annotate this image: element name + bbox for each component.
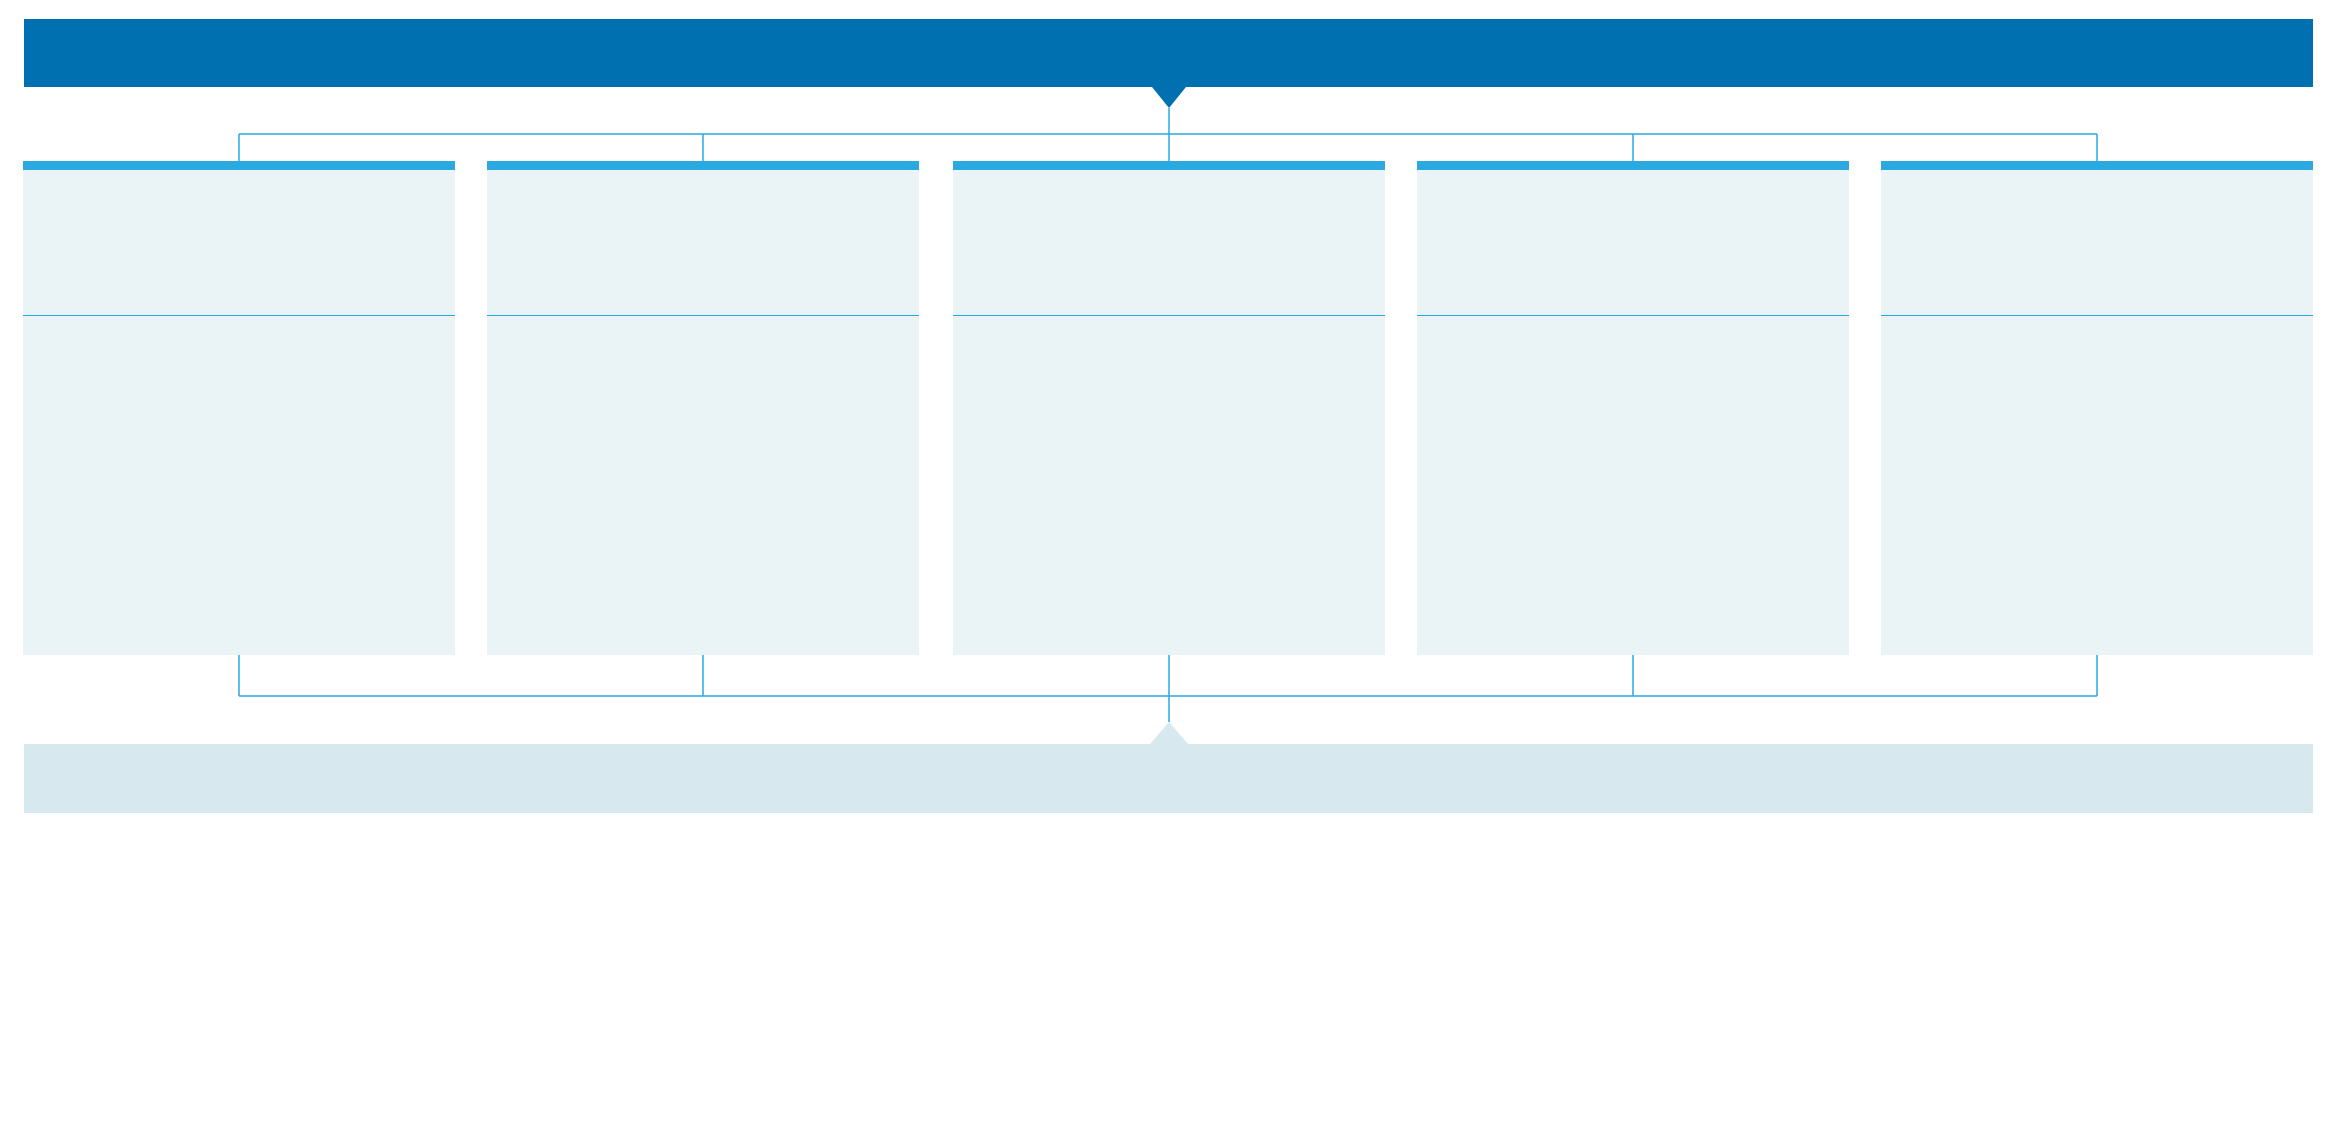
top-bar: [24, 19, 2313, 87]
card-divider: [23, 315, 455, 316]
card-header-strip: [487, 161, 919, 170]
card-divider: [1417, 315, 1849, 316]
card-header-strip: [953, 161, 1385, 170]
bottom-arrow-up-icon: [1150, 722, 1188, 744]
card-header-strip: [23, 161, 455, 170]
card-5: [1881, 161, 2313, 655]
card-divider: [953, 315, 1385, 316]
card-1: [23, 161, 455, 655]
card-2: [487, 161, 919, 655]
bottom-bar: [24, 744, 2313, 813]
card-4: [1417, 161, 1849, 655]
card-header-strip: [1881, 161, 2313, 170]
card-divider: [487, 315, 919, 316]
top-arrow-down-icon: [1152, 87, 1186, 108]
card-header-strip: [1417, 161, 1849, 170]
card-3: [953, 161, 1385, 655]
card-divider: [1881, 315, 2313, 316]
